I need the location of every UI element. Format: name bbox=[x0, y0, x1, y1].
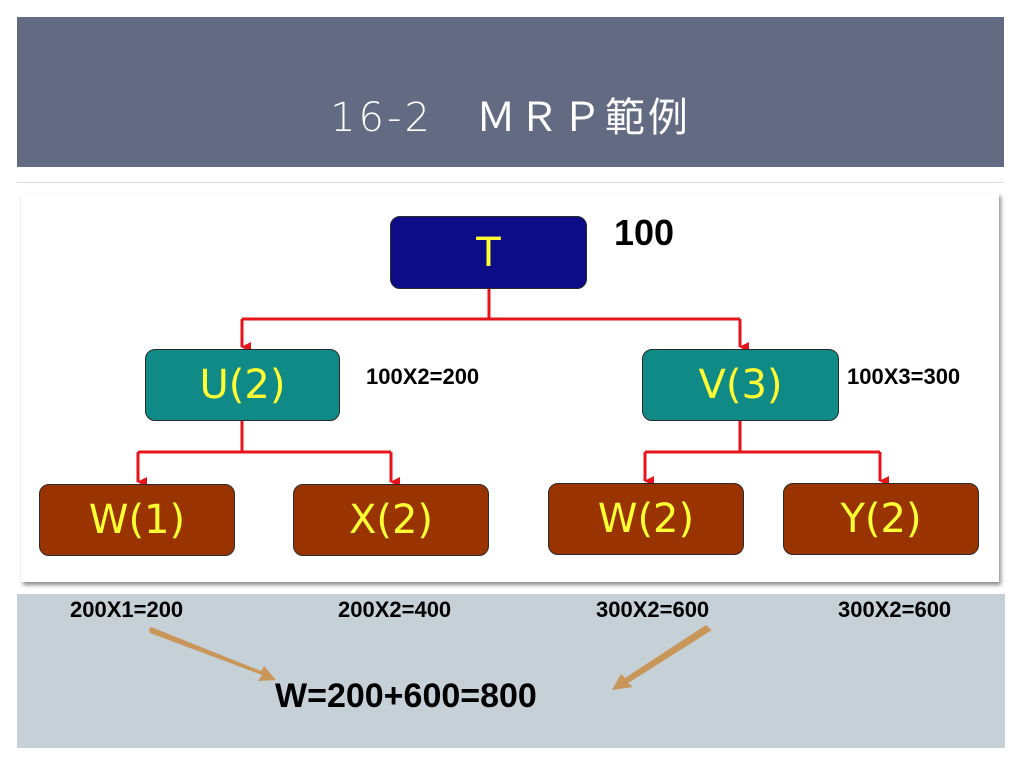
calc-w1: 200X1=200 bbox=[70, 597, 184, 622]
node-u2: U(2) bbox=[145, 349, 340, 421]
arrow-right bbox=[612, 625, 712, 690]
result-w-total: W=200+600=800 bbox=[275, 677, 537, 715]
calc-u: 100X2=200 bbox=[366, 364, 480, 389]
node-w1: W(1) bbox=[39, 484, 235, 556]
root-quantity: 100 bbox=[614, 212, 675, 253]
calc-x2: 200X2=400 bbox=[338, 597, 452, 622]
calc-v: 100X3=300 bbox=[847, 364, 961, 389]
slide-title: 16-2 ＭＲＰ範例 bbox=[330, 95, 691, 141]
node-t: T bbox=[390, 216, 587, 289]
calc-y2: 300X2=600 bbox=[838, 597, 952, 622]
node-v3: V(3) bbox=[642, 349, 839, 421]
node-x2: X(2) bbox=[293, 484, 489, 556]
arrow-left bbox=[149, 627, 276, 681]
node-y2: Y(2) bbox=[783, 483, 979, 555]
node-w2: W(2) bbox=[548, 483, 744, 555]
calc-w2: 300X2=600 bbox=[596, 597, 710, 622]
title-divider bbox=[17, 182, 1004, 183]
title-bar: 16-2 ＭＲＰ範例 bbox=[17, 17, 1004, 167]
bottom-panel bbox=[17, 594, 1005, 748]
